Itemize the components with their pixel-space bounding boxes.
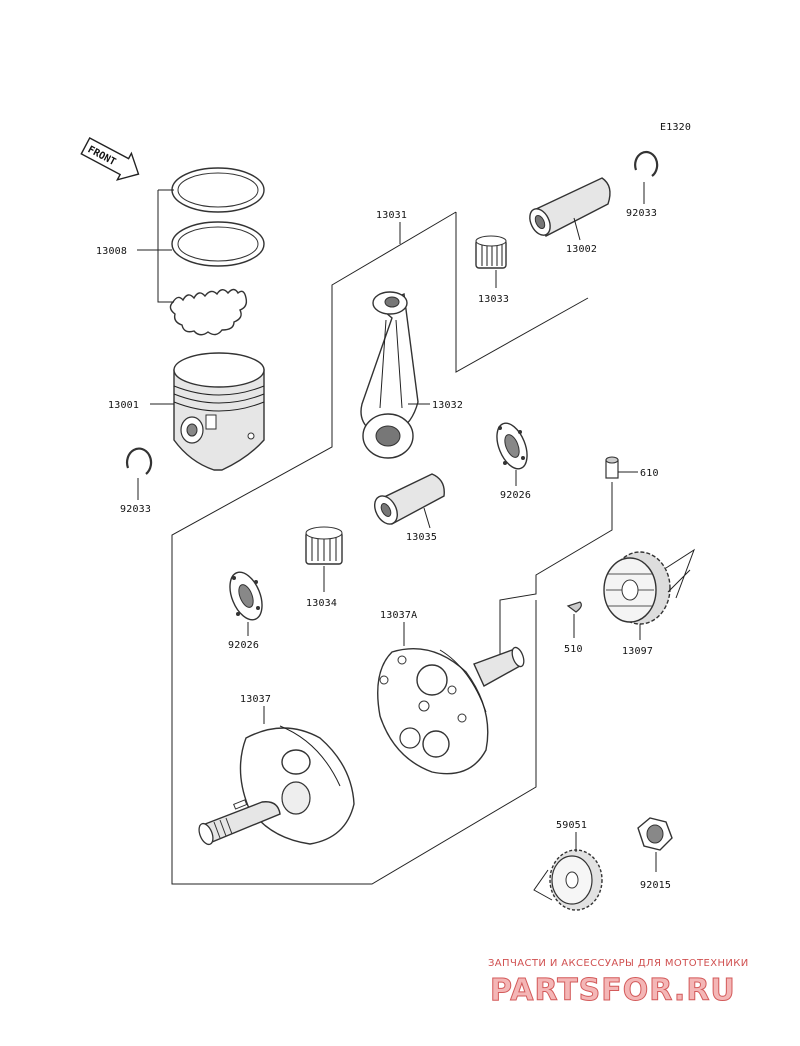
- label-92026-bottom: 92026: [228, 640, 259, 651]
- circlip-right: [634, 150, 659, 177]
- piston-pin: [529, 177, 611, 237]
- dowel-pin: [605, 456, 619, 479]
- label-92015: 92015: [640, 880, 671, 891]
- nut: [637, 817, 673, 851]
- front-arrow-icon: FRONT: [80, 137, 140, 181]
- needle-bearing-small: [475, 235, 507, 269]
- circlip-left: [125, 447, 153, 475]
- crankshaft-left-half: [198, 725, 355, 846]
- label-510: 510: [564, 644, 583, 655]
- label-13008: 13008: [96, 246, 127, 257]
- label-13001: 13001: [108, 400, 139, 411]
- watermark-brand: PARTSFOR.RU: [490, 973, 736, 1008]
- assembly-outline-13031: [171, 211, 589, 885]
- label-59051: 59051: [556, 820, 587, 831]
- watermark-tagline: ЗАПЧАСТИ И АКСЕССУАРЫ ДЛЯ МОТОТЕХНИКИ: [488, 958, 749, 969]
- connecting-rod: [360, 291, 419, 459]
- thrust-washer-top: [496, 422, 528, 470]
- thrust-washer-bottom: [229, 571, 263, 621]
- diagram-code: E1320: [660, 122, 691, 133]
- piston: [173, 352, 265, 471]
- label-13031: 13031: [376, 210, 407, 221]
- piston-rings: [169, 167, 265, 336]
- label-92026-top: 92026: [500, 490, 531, 501]
- label-13034: 13034: [306, 598, 337, 609]
- label-13002: 13002: [566, 244, 597, 255]
- label-92033-right: 92033: [626, 208, 657, 219]
- crankshaft-right-half: [377, 646, 525, 775]
- label-92033-left: 92033: [120, 504, 151, 515]
- label-13037: 13037: [240, 694, 271, 705]
- label-610: 610: [640, 468, 659, 479]
- label-13035: 13035: [406, 532, 437, 543]
- label-13097: 13097: [622, 646, 653, 657]
- label-13037A: 13037A: [380, 610, 417, 621]
- needle-bearing-large: [305, 526, 343, 565]
- pump-gear: [549, 849, 603, 911]
- label-13033: 13033: [478, 294, 509, 305]
- crank-gear: [603, 551, 671, 625]
- crank-pin: [374, 473, 445, 525]
- label-13032: 13032: [432, 400, 463, 411]
- woodruff-key: [566, 601, 582, 613]
